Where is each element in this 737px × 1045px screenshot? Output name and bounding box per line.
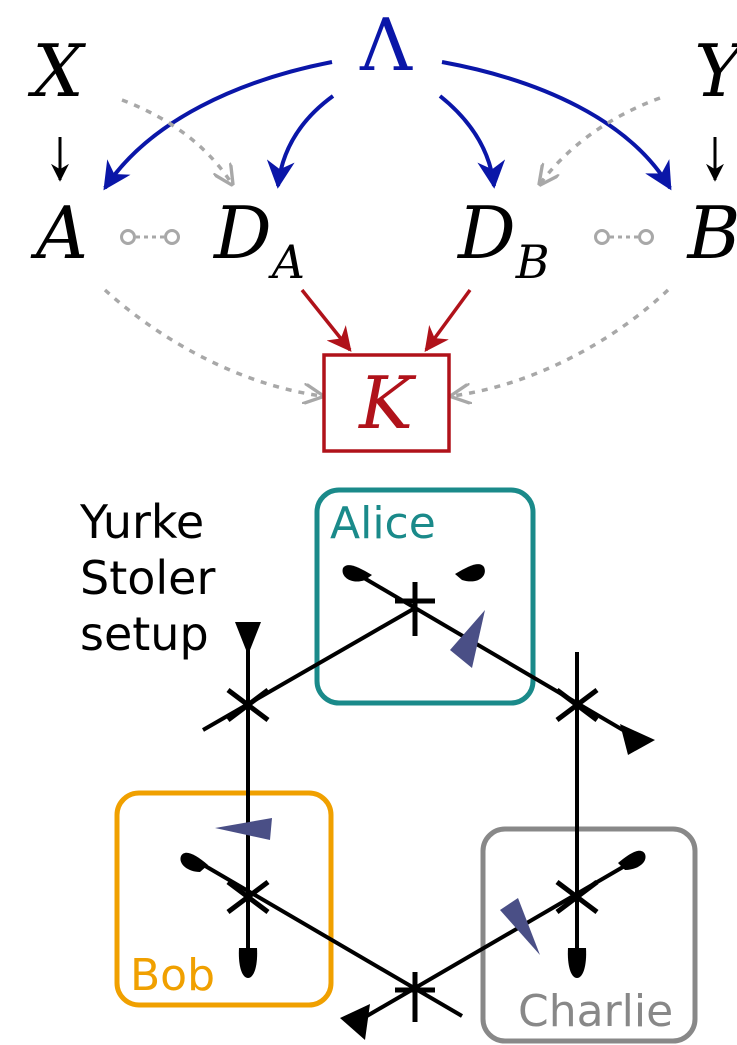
phase-bob [215, 818, 272, 840]
link-db-b [594, 229, 654, 245]
source-bottom [340, 1004, 370, 1040]
detectors [180, 564, 646, 978]
label-bob: Bob [130, 950, 215, 1001]
dashed-b-to-k [452, 288, 670, 396]
setup-title-line1: Yurke [79, 495, 204, 549]
label-y: Y [694, 29, 737, 113]
sources [235, 622, 655, 1040]
yurke-stoler-setup: Yurke Stoler setup Alice Bob Charlie [79, 487, 698, 1044]
label-da-subscript: A [268, 235, 305, 289]
arrow-da-to-k [300, 288, 352, 352]
source-right [620, 724, 655, 755]
phase-alice [450, 610, 485, 668]
label-k: K [357, 361, 417, 445]
detector-bob-top [180, 852, 208, 872]
label-charlie: Charlie [518, 986, 673, 1037]
charlie-box [480, 826, 698, 1044]
label-da: DA [212, 191, 305, 289]
phase-shifters [215, 610, 540, 955]
alice-box [314, 487, 536, 706]
arrow-db-to-k [424, 288, 472, 352]
link-a-da [120, 229, 180, 245]
label-db-subscript: B [515, 235, 550, 289]
detector-alice-right [455, 564, 485, 582]
causal-diagram: Λ X Y A B DA DB K [27, 3, 737, 453]
setup-title-line2: Stoler [80, 551, 215, 605]
beamsplitters [226, 582, 599, 1022]
setup-title-line3: setup [80, 607, 209, 661]
dashed-a-to-k [103, 288, 322, 396]
dashed-x-to-da [121, 98, 232, 184]
detector-alice-left [342, 565, 372, 582]
arrow-lambda-to-b [441, 60, 672, 191]
label-b: B [686, 191, 737, 275]
phase-charlie [500, 898, 540, 955]
detector-charlie-bottom [567, 948, 587, 978]
bob-box [114, 790, 334, 1008]
label-x: X [27, 29, 86, 113]
source-top-left [235, 622, 261, 655]
k-box [322, 353, 451, 453]
detector-bob-bottom [238, 948, 258, 978]
label-a: A [30, 191, 88, 275]
detector-charlie-top [618, 850, 646, 870]
arrow-lambda-to-db [438, 94, 506, 189]
arrow-lambda-to-a [103, 60, 333, 191]
dashed-y-to-db [540, 96, 661, 184]
arrow-lambda-to-da [266, 94, 335, 189]
label-alice: Alice [330, 498, 436, 549]
label-db: DB [456, 191, 550, 289]
label-lambda: Λ [359, 3, 413, 87]
